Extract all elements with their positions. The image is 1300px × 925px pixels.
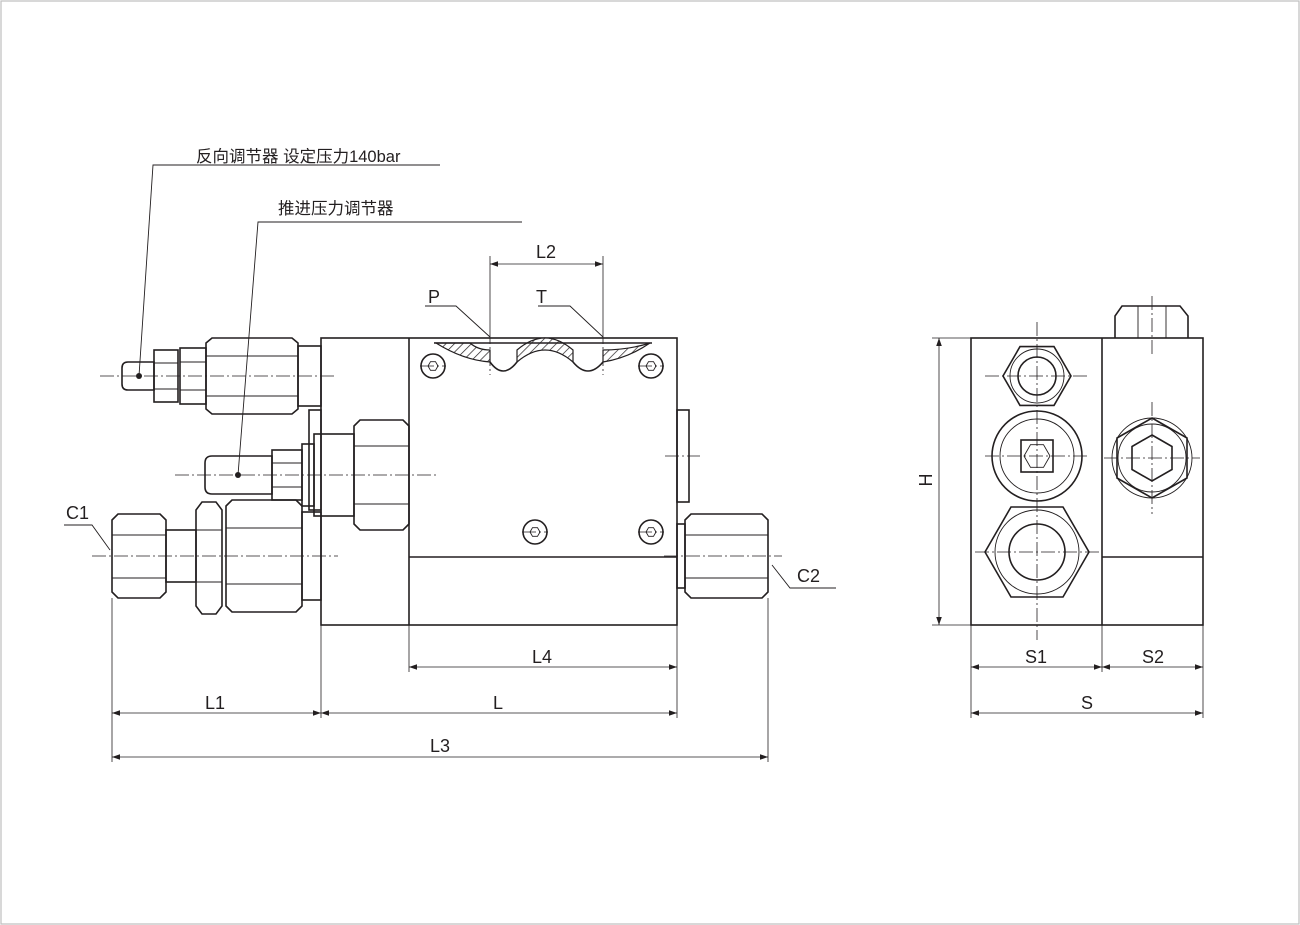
dim-l4-label: L4 <box>532 647 552 667</box>
dim-l2-label: L2 <box>536 242 556 262</box>
port-p-label: P <box>428 287 440 307</box>
dim-s-label: S <box>1081 693 1093 713</box>
dim-l-label: L <box>493 693 503 713</box>
dim-h-label: H <box>916 474 936 487</box>
dim-l1-label: L1 <box>205 693 225 713</box>
dim-s2-label: S2 <box>1142 647 1164 667</box>
port-t-label: T <box>536 287 547 307</box>
port-c2-label: C2 <box>797 566 820 586</box>
top-section-view <box>433 330 652 375</box>
port-c1-label: C1 <box>66 503 89 523</box>
dim-l3-label: L3 <box>430 736 450 756</box>
reverse-regulator-cartridge <box>100 337 336 415</box>
reverse-regulator-label: 反向调节器 设定压力140bar <box>196 147 401 166</box>
dim-s1-label: S1 <box>1025 647 1047 667</box>
front-view <box>64 164 836 762</box>
side-view <box>932 296 1204 718</box>
feed-regulator-label: 推进压力调节器 <box>278 199 394 218</box>
c2-fitting <box>664 513 782 599</box>
valve-body <box>320 337 678 626</box>
c1-fitting <box>92 499 338 615</box>
feed-regulator-cartridge <box>175 409 436 531</box>
side-body <box>970 337 1204 626</box>
